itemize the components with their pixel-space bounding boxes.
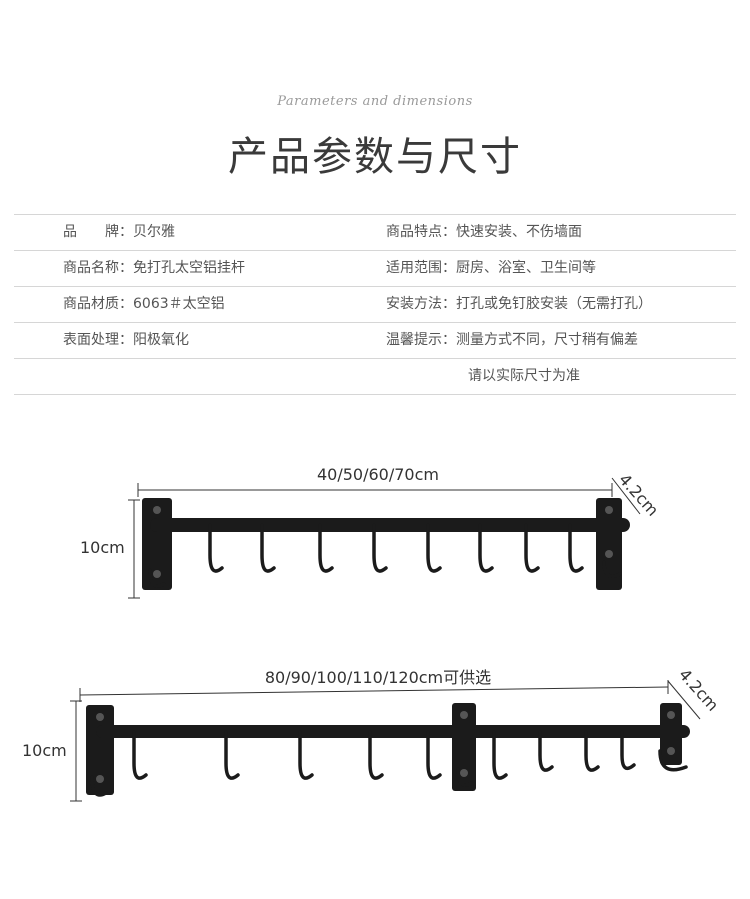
spec-value: 打孔或免钉胶安装（无需打孔）: [456, 296, 652, 312]
hooks: [90, 730, 688, 797]
spec-cell-left: 商品名称：免打孔太空铝挂杆: [63, 251, 245, 286]
spec-key: 品 牌：: [63, 224, 133, 240]
hook: [658, 749, 688, 772]
spec-row: 商品名称：免打孔太空铝挂杆 适用范围：厨房、浴室、卫生间等: [14, 251, 736, 287]
diameter-label: 4.2cm: [675, 665, 722, 715]
hook: [148, 568, 166, 588]
hook: [372, 523, 388, 573]
spec-value: 请以实际尺寸为准: [468, 368, 580, 384]
long-rail-diagram: 80/90/100/110/120cm可供选 10cm 4.2cm: [0, 655, 750, 815]
spec-value: 厨房、浴室、卫生间等: [456, 260, 596, 276]
spec-cell-right: 安装方法：打孔或免钉胶安装（无需打孔）: [386, 287, 652, 322]
hook: [602, 560, 622, 578]
spec-cell-left: 商品材质：6063＃太空铝: [63, 287, 225, 322]
short-rail-diagram: 40/50/60/70cm 10cm 4.2cm: [0, 450, 750, 620]
spec-key: 商品材质：: [63, 296, 133, 312]
hook: [620, 730, 636, 771]
spec-cell-right: 请以实际尺寸为准: [468, 359, 580, 394]
spec-table: 品 牌：贝尔雅 商品特点：快速安装、不伤墙面 商品名称：免打孔太空铝挂杆 适用范…: [14, 214, 736, 395]
hook: [584, 730, 600, 772]
rail-bar: [150, 518, 630, 532]
hook: [298, 730, 314, 780]
spec-key: 适用范围：: [386, 260, 456, 276]
spec-key: 表面处理：: [63, 332, 133, 348]
hook: [456, 767, 474, 787]
spec-key: 商品名称：: [63, 260, 133, 276]
length-dimension-line: [79, 686, 669, 696]
spec-cell-right: 温馨提示：测量方式不同，尺寸稍有偏差: [386, 323, 638, 358]
hook: [426, 523, 442, 573]
spec-value: 阳极氧化: [133, 332, 189, 348]
spec-key: 商品特点：: [386, 224, 456, 240]
spec-key: 温馨提示：: [386, 332, 456, 348]
spec-row: 品 牌：贝尔雅 商品特点：快速安装、不伤墙面: [14, 215, 736, 251]
spec-value: 贝尔雅: [133, 224, 175, 240]
hook: [524, 523, 540, 573]
hook: [538, 730, 554, 772]
hook: [132, 730, 148, 780]
spec-cell-right: 适用范围：厨房、浴室、卫生间等: [386, 251, 596, 286]
hook: [260, 523, 276, 573]
diameter-dimension-line: [611, 477, 641, 515]
hook: [208, 523, 224, 573]
spec-key: 安装方法：: [386, 296, 456, 312]
spec-row: 请以实际尺寸为准: [14, 359, 736, 395]
rail-bar: [96, 725, 690, 738]
spec-value: 6063＃太空铝: [133, 296, 225, 312]
height-label: 10cm: [80, 538, 125, 557]
hook: [90, 775, 108, 797]
spec-cell-left: 品 牌：贝尔雅: [63, 215, 175, 250]
spec-row: 商品材质：6063＃太空铝 安装方法：打孔或免钉胶安装（无需打孔）: [14, 287, 736, 323]
spec-value: 快速安装、不伤墙面: [456, 224, 582, 240]
hooks: [148, 523, 622, 588]
height-label: 10cm: [22, 741, 67, 760]
spec-value: 免打孔太空铝挂杆: [133, 260, 245, 276]
spec-cell-left: 表面处理：阳极氧化: [63, 323, 189, 358]
hook: [318, 523, 334, 573]
spec-cell-right: 商品特点：快速安装、不伤墙面: [386, 215, 582, 250]
hook: [224, 730, 240, 780]
page-title: 产品参数与尺寸: [228, 134, 522, 180]
spec-row: 表面处理：阳极氧化 温馨提示：测量方式不同，尺寸稍有偏差: [14, 323, 736, 359]
diameter-dimension-line: [667, 680, 701, 720]
hook: [368, 730, 384, 780]
section-subtitle: Parameters and dimensions: [277, 94, 473, 109]
spec-value: 测量方式不同，尺寸稍有偏差: [456, 332, 638, 348]
length-label: 40/50/60/70cm: [317, 465, 439, 484]
length-label: 80/90/100/110/120cm可供选: [265, 668, 491, 687]
hook: [478, 523, 494, 573]
hook: [492, 730, 508, 780]
hook: [426, 730, 442, 780]
hook: [568, 523, 584, 573]
